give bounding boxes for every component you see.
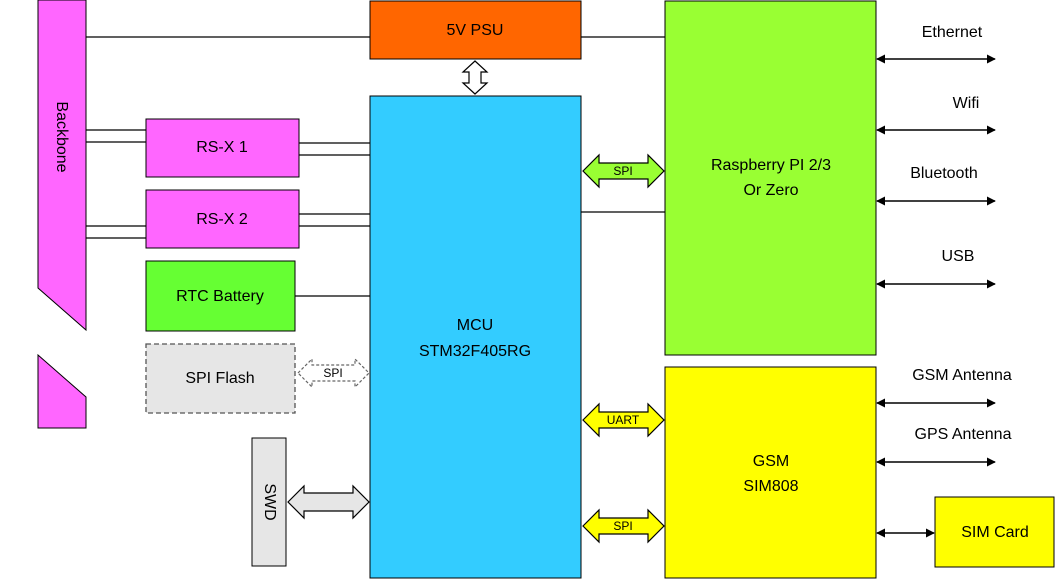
rsx1-box [145, 118, 300, 178]
uart-gsm-bus-label: UART [607, 413, 640, 427]
spi-flash-box [145, 343, 296, 414]
rsx2-block: RS-X 2 [145, 189, 300, 249]
rpi-block: Raspberry PI 2/3 Or Zero [664, 0, 877, 356]
psu-block: 5V PSU [369, 0, 582, 60]
sim-card-block: SIM Card [934, 496, 1055, 568]
mcu-label: MCU [457, 317, 493, 334]
rtc-battery-block: RTC Battery [145, 260, 296, 332]
psu-label: 5V PSU [447, 22, 504, 39]
ethernet-label: Ethernet [922, 24, 983, 41]
psu-box [369, 0, 582, 60]
swd-box [251, 437, 287, 567]
gsm-block: GSM SIM808 [664, 366, 877, 579]
spi-rpi-bus-arrow [582, 153, 665, 189]
backbone-lower [37, 353, 87, 429]
rpi-box [664, 0, 877, 356]
rsx1-label: RS-X 1 [196, 139, 248, 156]
mcu-box [369, 95, 582, 579]
spi-flash-block: SPI Flash [145, 343, 296, 414]
spi-gsm-bus-arrow [582, 508, 665, 544]
rtc-battery-label: RTC Battery [176, 288, 264, 305]
spi-gsm-bus: SPI [582, 508, 665, 544]
sim-card-label: SIM Card [961, 524, 1029, 541]
gsm-box [664, 366, 877, 579]
mcu-part-number: STM32F405RG [419, 343, 531, 360]
spi-flash-bus-label: SPI [323, 366, 342, 380]
usb-label: USB [942, 248, 975, 265]
rpi-label: Raspberry PI 2/3 [711, 157, 831, 174]
mcu-block: MCU STM32F405RG [369, 95, 582, 579]
rsx2-box [145, 189, 300, 249]
spi-flash-label: SPI Flash [185, 370, 254, 387]
backbone-label: Backbone [53, 101, 70, 172]
spi-rpi-bus-label: SPI [613, 164, 632, 178]
backbone-upper [37, 0, 87, 332]
gps-antenna-label: GPS Antenna [915, 426, 1012, 443]
gsm-antenna-label: GSM Antenna [912, 367, 1012, 384]
spi-gsm-bus-label: SPI [613, 519, 632, 533]
rsx2-label: RS-X 2 [196, 211, 248, 228]
psu-mcu-power-arrow [461, 60, 489, 95]
external-interfaces [876, 54, 996, 538]
sim-card-box [934, 496, 1055, 568]
spi-rpi-bus: SPI [582, 153, 665, 189]
swd-mcu-arrow [287, 484, 370, 520]
backbone-block: Backbone [37, 0, 87, 429]
rtc-battery-box [145, 260, 296, 332]
gsm-label: GSM [753, 453, 789, 470]
rpi-sublabel: Or Zero [743, 182, 798, 199]
swd-label: SWD [261, 483, 278, 520]
wifi-label: Wifi [953, 95, 980, 112]
interface-labels: Ethernet Wifi Bluetooth USB GSM Antenna … [910, 24, 1012, 443]
gsm-part-number: SIM808 [743, 478, 798, 495]
uart-gsm-bus: UART [582, 402, 665, 438]
swd-block: SWD [251, 437, 287, 567]
rsx1-block: RS-X 1 [145, 118, 300, 178]
bluetooth-label: Bluetooth [910, 165, 978, 182]
spi-flash-bus-arrow [297, 357, 370, 389]
uart-gsm-bus-arrow [582, 402, 665, 438]
spi-flash-bus: SPI [297, 357, 370, 389]
